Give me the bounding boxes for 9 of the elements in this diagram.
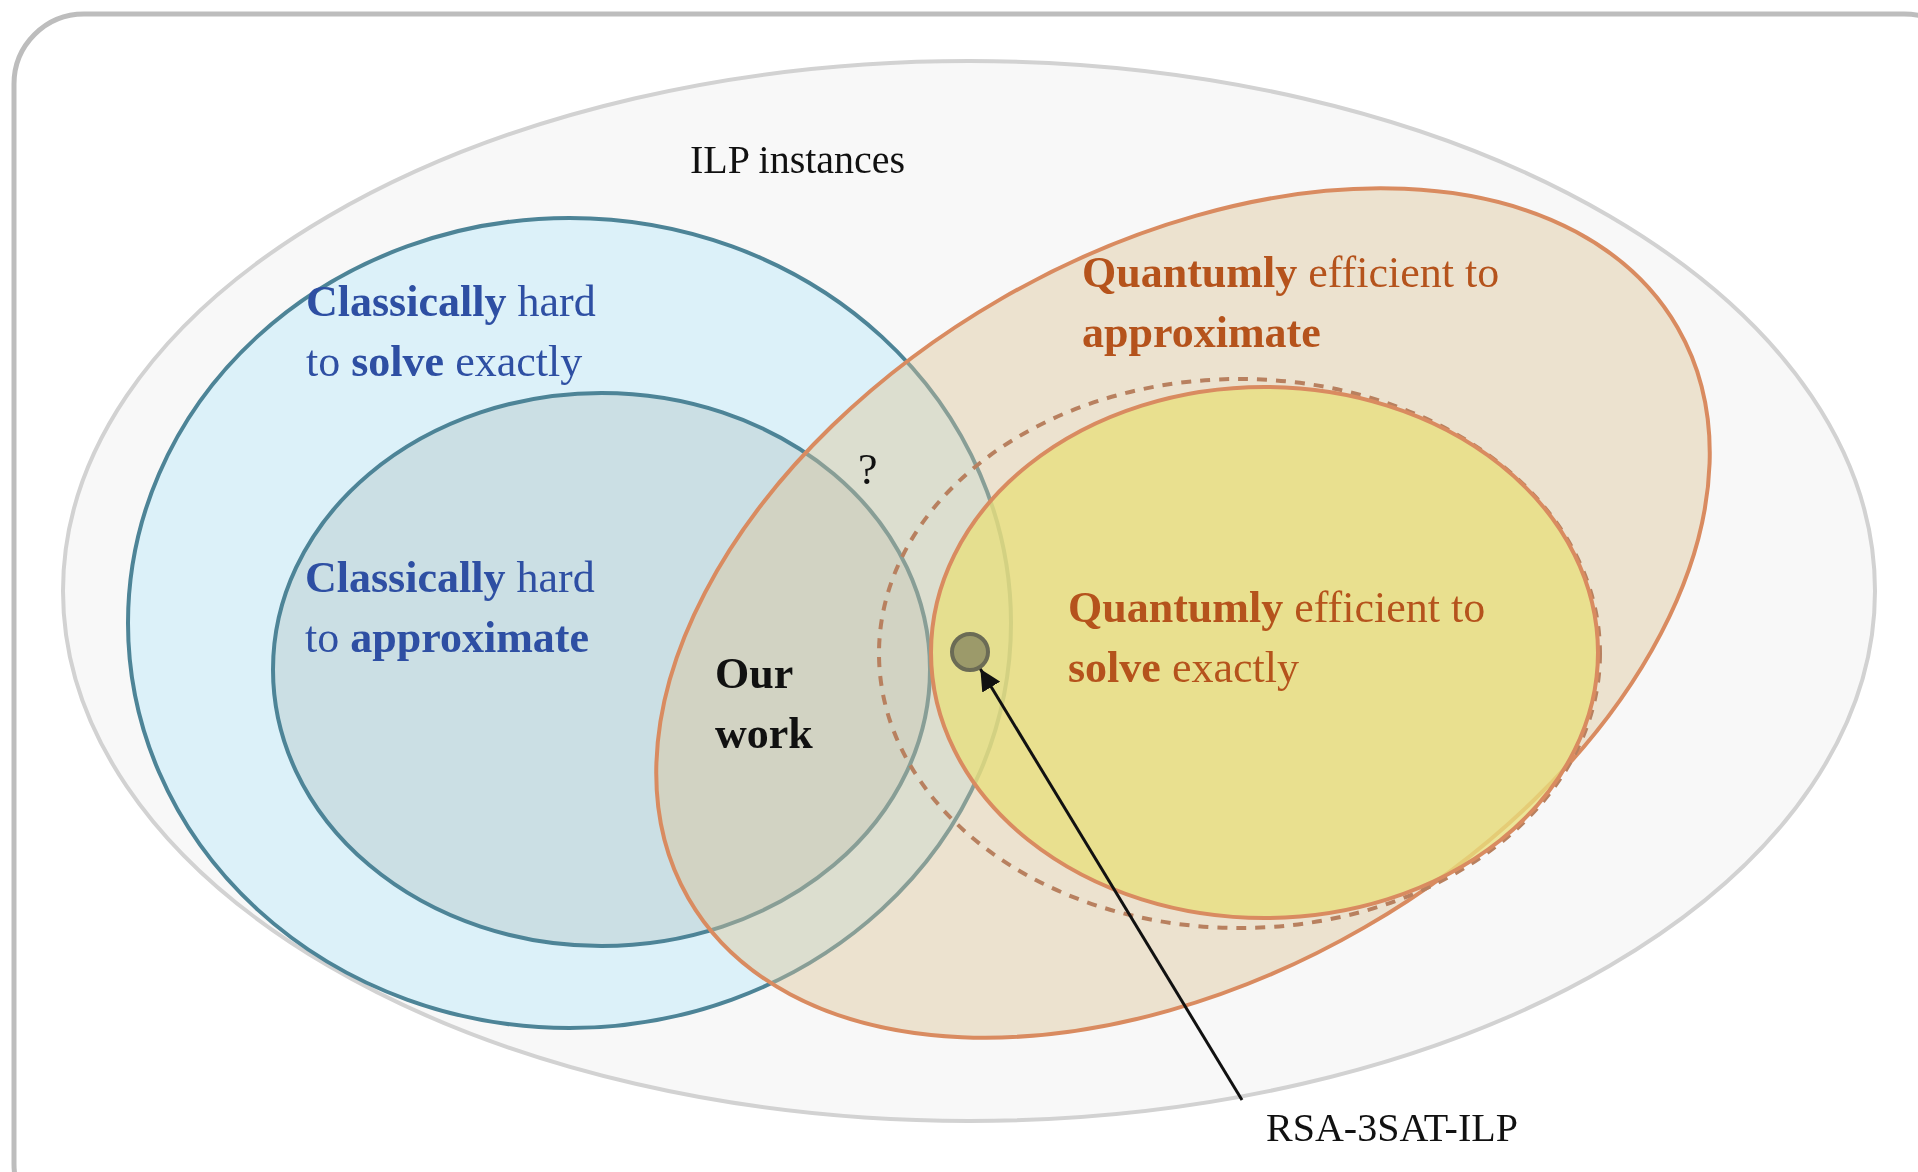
set-title: ILP instances bbox=[690, 136, 907, 184]
leader-line bbox=[979, 668, 1244, 1101]
callout-text: RSA-3SAT-ILP bbox=[1266, 1104, 1519, 1152]
set-label: Quantumly efficient to solve exactly bbox=[1068, 582, 1487, 694]
set-label: Classically hard to approximate bbox=[305, 552, 596, 664]
set-label: Quantumly efficient to approximate bbox=[1082, 247, 1501, 359]
region-label: Our work bbox=[715, 648, 814, 760]
question-mark: ? bbox=[858, 444, 878, 496]
set-label: Classically hard to solve exactly bbox=[306, 276, 597, 388]
